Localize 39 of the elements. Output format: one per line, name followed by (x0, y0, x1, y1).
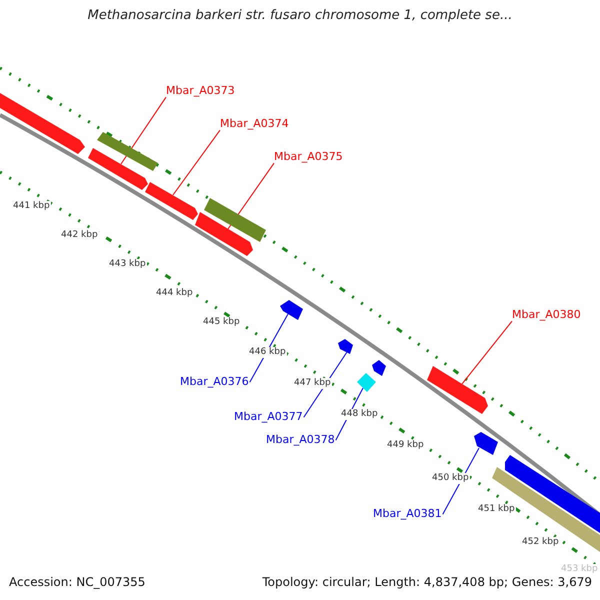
tick-label: 443 kbp (108, 259, 147, 270)
gene-feature-bar (97, 132, 158, 171)
tick-label: 444 kbp (155, 288, 194, 299)
gene-label: Mbar_A0374 (220, 117, 289, 130)
gene-label: Mbar_A0380 (512, 308, 581, 322)
gene-label: Mbar_A0377 (234, 410, 303, 424)
gene-feature-bar (338, 339, 353, 354)
gene-feature-bar (145, 182, 198, 220)
gene-label: Mbar_A0376 (180, 375, 249, 388)
gene-feature-bar (204, 198, 266, 242)
title: Methanosarcina barkeri str. fusaro chromosome 1, complete se... (86, 8, 514, 24)
tick-label: 442 kbp (60, 230, 99, 241)
gene-feature-bar (372, 360, 386, 376)
gene-feature-bar (474, 432, 498, 455)
tick-label: 450 kbp (431, 473, 470, 484)
leader-line (172, 130, 220, 196)
tick-label: 448 kbp (340, 409, 379, 420)
gene-label: Mbar_A0373 (166, 84, 235, 98)
tick-label: 449 kbp (386, 440, 425, 451)
tick-label: 447 kbp (293, 378, 332, 389)
gene-feature-bar (88, 148, 148, 190)
leader-line (462, 320, 512, 384)
gene-feature-bar (0, 93, 85, 154)
tick-label: 452 kbp (521, 537, 560, 548)
tick-label: 441 kbp (12, 201, 51, 212)
gene-feature-bar (357, 373, 376, 392)
gene-feature-bar (195, 212, 253, 256)
genome-stats-label: Topology: circular; Length: 4,837,408 bp; Genes: 3,679 (262, 575, 592, 590)
gene-feature-bar (427, 366, 488, 414)
gene-label: Mbar_A0375 (274, 150, 343, 164)
tick-label: 445 kbp (202, 317, 241, 328)
tick-label: 453 kbp (560, 564, 599, 575)
gene-feature-bar (280, 300, 303, 320)
gene-label: Mbar_A0378 (266, 433, 335, 446)
leader-line (120, 96, 166, 164)
accession-label: Accession: NC_007355 (9, 575, 146, 590)
tick-label: 451 kbp (477, 504, 516, 515)
tick-label: 446 kbp (248, 347, 287, 358)
gene-label: Mbar_A0381 (373, 507, 442, 520)
